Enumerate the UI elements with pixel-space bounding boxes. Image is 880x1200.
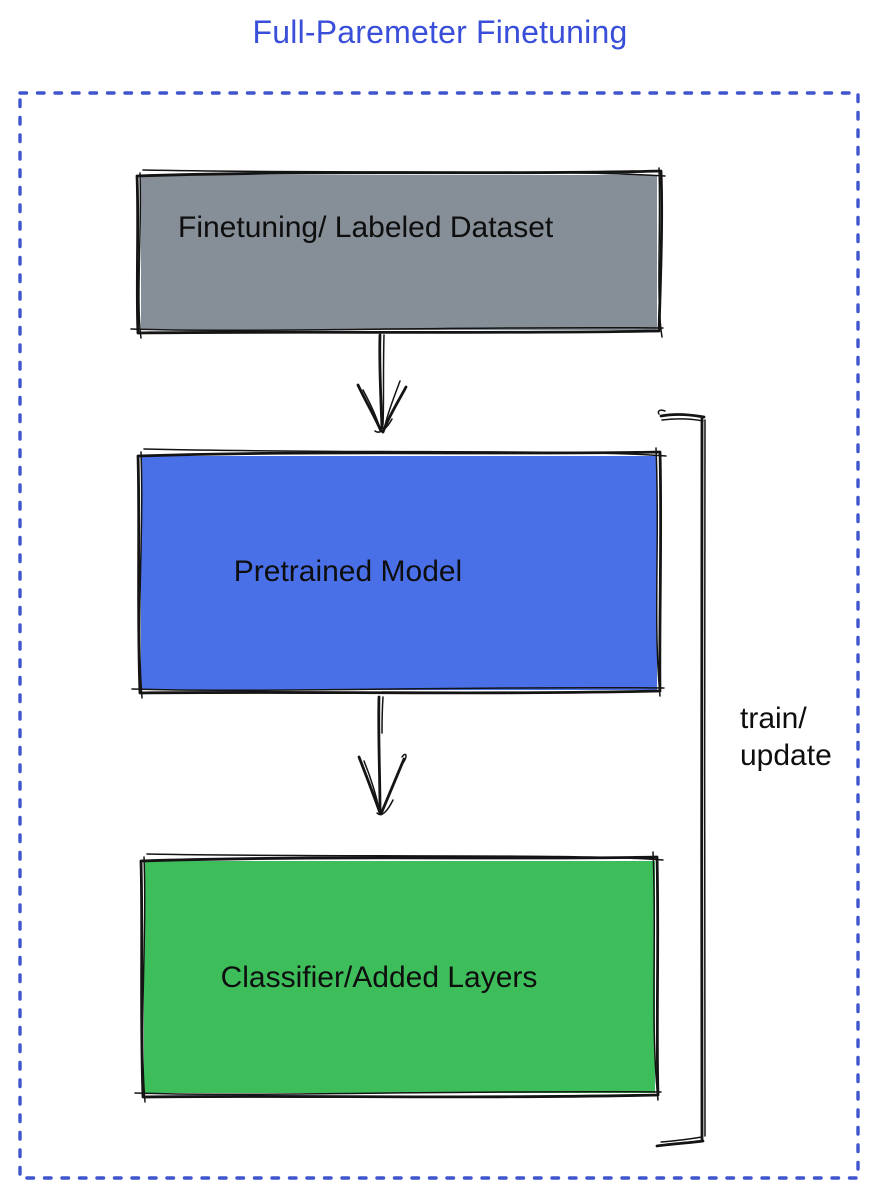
node-classifier-added-layers-fill <box>144 861 655 1093</box>
bracket-label-line1: train/ <box>740 702 807 735</box>
arrow-shaft <box>377 695 382 813</box>
node-finetuning-dataset-fill <box>141 175 657 330</box>
node-finetuning-dataset-outline <box>135 169 664 335</box>
dashed-boundary <box>18 91 860 1180</box>
arrow-head-sketch <box>362 380 401 433</box>
node-pretrained-model-fill <box>141 456 657 690</box>
arrow-head-right <box>379 757 406 816</box>
diagram-title: Full-Paremeter Finetuning <box>252 14 628 50</box>
train-update-bracket <box>655 409 706 1148</box>
node-classifier-added-layers-outline-sketch <box>134 851 664 1103</box>
node-classifier-added-layers <box>134 851 664 1103</box>
arrow-shaft-sketch <box>381 696 384 734</box>
bracket-label-train-update: train/ update <box>740 700 832 774</box>
arrow-dataset-to-model-icon <box>356 333 408 434</box>
node-label-finetuning-dataset: Finetuning/ Labeled Dataset <box>178 211 554 244</box>
arrow-head-sketch <box>363 753 407 816</box>
node-label-classifier-added-layers: Classifier/Added Layers <box>220 961 538 994</box>
bracket-label-line2: update <box>740 739 832 772</box>
node-pretrained-model <box>131 447 667 699</box>
node-pretrained-model-outline-sketch <box>131 447 667 699</box>
bracket-line <box>655 413 706 1148</box>
node-label-pretrained-model: Pretrained Model <box>233 555 463 588</box>
bracket-line-sketch <box>657 409 706 1143</box>
arrow-model-to-classifier-icon <box>357 695 407 816</box>
arrow-shaft-sketch <box>382 334 385 426</box>
node-finetuning-dataset-outline-sketch <box>130 167 666 339</box>
arrow-head-left <box>357 755 382 815</box>
arrow-shaft <box>378 333 384 430</box>
node-finetuning-dataset <box>130 167 666 339</box>
arrow-head-left <box>356 383 383 433</box>
